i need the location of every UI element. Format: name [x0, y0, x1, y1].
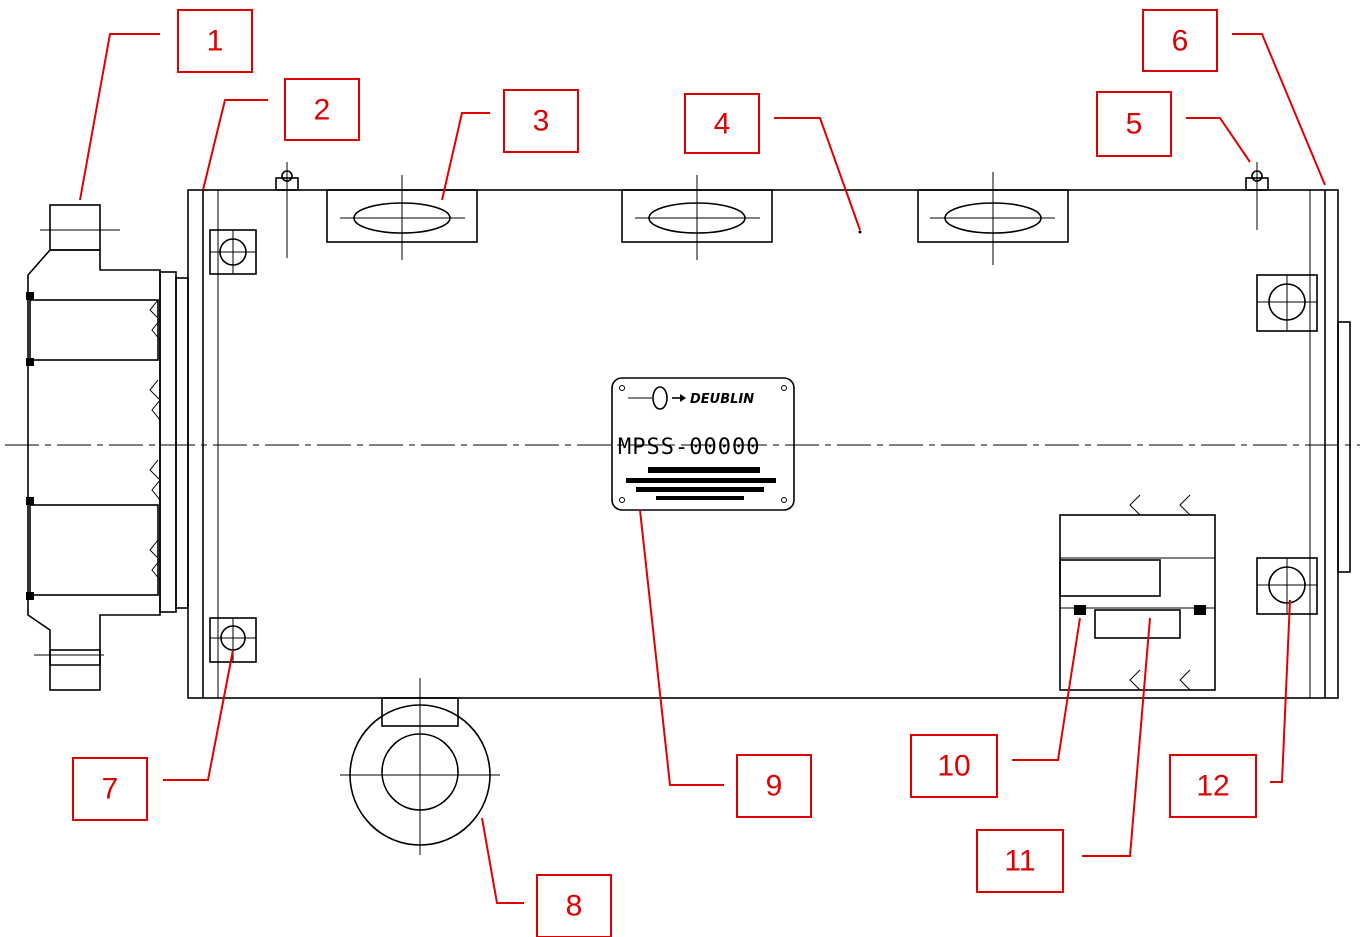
leader-11 [1082, 617, 1151, 857]
grease-fitting-right [1245, 162, 1269, 230]
callout-11-label: 11 [1004, 845, 1035, 878]
leader-9 [639, 509, 724, 786]
callout-5-label: 5 [1126, 108, 1143, 141]
leader-12 [1270, 599, 1291, 783]
leader-6 [1232, 33, 1326, 186]
nameplate-brand: DEUBLIN [690, 392, 754, 407]
callout-12: 12 [1169, 754, 1257, 818]
top-port-2 [621, 175, 773, 260]
callout-3-label: 3 [533, 105, 550, 138]
callout-2-label: 2 [314, 94, 331, 127]
leader-10 [1012, 617, 1081, 761]
bearing-top-left [209, 229, 257, 275]
callout-6-label: 6 [1172, 25, 1189, 58]
callout-4: 4 [684, 93, 760, 154]
callout-4-label: 4 [714, 108, 731, 141]
seal-section [1059, 494, 1216, 691]
lifting-eye [340, 678, 500, 855]
leader-7 [163, 649, 234, 781]
nameplate: DEUBLIN MPSS-00000 [611, 377, 795, 511]
housing-body [187, 189, 1339, 699]
leader-5 [1186, 117, 1251, 163]
callout-9: 9 [736, 754, 812, 818]
callout-7-label: 7 [102, 773, 119, 806]
callout-6: 6 [1142, 9, 1218, 72]
body-point-4 [858, 230, 862, 234]
callout-12-label: 12 [1196, 770, 1229, 803]
callout-8: 8 [536, 874, 612, 937]
brand-logo-icon [628, 386, 686, 410]
bearing-top-right [1256, 274, 1318, 332]
callout-5: 5 [1096, 91, 1172, 157]
leader-2 [202, 99, 268, 191]
leader-lines [79, 33, 1326, 904]
flange-section [26, 204, 189, 691]
leader-4 [774, 117, 861, 231]
top-port-1 [326, 175, 478, 260]
right-end-cap [1337, 321, 1351, 573]
callout-1-label: 1 [207, 25, 224, 58]
callout-10-label: 10 [937, 750, 970, 783]
bearing-bottom-left [209, 617, 257, 663]
callout-8-label: 8 [566, 890, 583, 923]
grease-fitting-left [275, 162, 299, 258]
callout-7: 7 [72, 757, 148, 821]
callout-2: 2 [284, 78, 360, 141]
callout-1: 1 [177, 9, 253, 73]
callout-3: 3 [503, 89, 579, 153]
leader-3 [441, 112, 490, 201]
bearing-bottom-right [1256, 557, 1318, 615]
leader-8 [481, 817, 524, 904]
top-port-3 [917, 172, 1069, 265]
nameplate-model: MPSS-00000 [618, 435, 760, 460]
callout-9-label: 9 [766, 770, 783, 803]
leader-1 [79, 33, 160, 201]
callout-10: 10 [910, 734, 998, 798]
callout-11: 11 [976, 829, 1064, 893]
